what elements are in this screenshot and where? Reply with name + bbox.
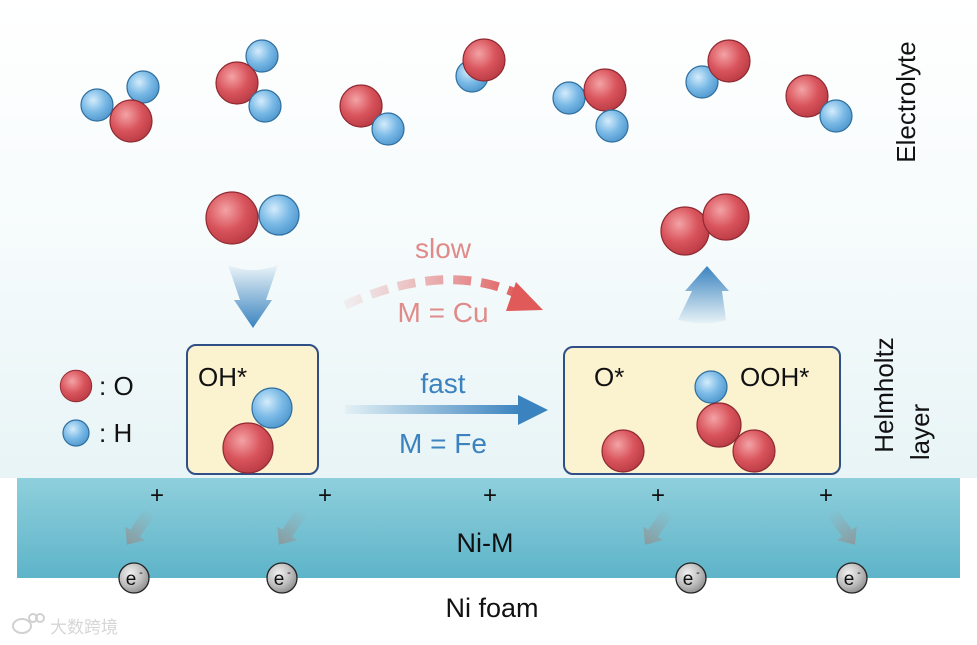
positive-charges: + + + + +: [150, 482, 833, 509]
electron-arrow-icon: [125, 508, 155, 545]
electron-arrow-icon: [827, 508, 857, 545]
slow-pathway-arrow: [343, 275, 543, 311]
electron-symbol: e: [274, 569, 285, 590]
fast-condition: M = Fe: [399, 428, 487, 459]
helmholtz-label: Helmholtz layer: [869, 337, 935, 460]
helmholtz-label-line2: layer: [905, 403, 935, 460]
fast-label: fast: [420, 368, 465, 399]
desorption-arrow-icon: [678, 266, 729, 324]
electron-sup: -: [139, 567, 143, 579]
slow-label: slow: [415, 233, 472, 264]
electron-symbol: e: [683, 569, 694, 590]
electron-sup: -: [696, 567, 700, 579]
adsorption-arrow-icon: [228, 265, 278, 328]
helmholtz-label-line1: Helmholtz: [869, 337, 899, 453]
plus-sign: +: [150, 482, 164, 509]
legend-oxygen-swatch: [59, 369, 93, 403]
legend-oxygen-label: : O: [99, 371, 134, 401]
electron-symbol: e: [844, 569, 855, 590]
plus-sign: +: [318, 482, 332, 509]
electron-icon: e -: [675, 562, 707, 594]
oh-star-label: OH*: [198, 362, 247, 392]
watermark: 大数跨境: [12, 613, 118, 638]
plus-sign: +: [651, 482, 665, 509]
electron-sup: -: [287, 567, 291, 579]
electrons: e - e - e - e -: [118, 562, 868, 594]
weibo-logo-icon: [12, 613, 45, 634]
electrode-label: Ni-M: [457, 528, 514, 558]
ooh-star-label: OOH*: [740, 362, 809, 392]
watermark-text: 大数跨境: [50, 618, 118, 638]
electron-symbol: e: [126, 569, 137, 590]
electron-sup: -: [857, 567, 861, 579]
electron-transfer-arrows: [125, 508, 857, 545]
incoming-hydroxide: [205, 191, 300, 245]
electron-icon: e -: [118, 562, 150, 594]
o-star-label: O*: [594, 362, 624, 392]
plus-sign: +: [819, 482, 833, 509]
electron-arrow-icon: [643, 508, 673, 545]
electron-icon: e -: [836, 562, 868, 594]
electron-icon: e -: [266, 562, 298, 594]
electrolyte-label: Electrolyte: [891, 41, 921, 162]
ni-m-electrode: [17, 478, 960, 578]
legend: : O : H: [59, 369, 134, 448]
electron-arrow-icon: [277, 508, 307, 545]
o-ooh-intermediate-box: O* OOH*: [563, 346, 841, 475]
oh-intermediate-box: OH*: [186, 344, 319, 475]
slow-condition: M = Cu: [397, 297, 488, 328]
plus-sign: +: [483, 482, 497, 509]
oxygen-molecule: [660, 193, 750, 256]
substrate-label: Ni foam: [445, 593, 538, 623]
legend-hydrogen-label: : H: [99, 418, 132, 448]
legend-hydrogen-swatch: [62, 419, 90, 447]
fast-pathway-arrow: [345, 395, 548, 425]
